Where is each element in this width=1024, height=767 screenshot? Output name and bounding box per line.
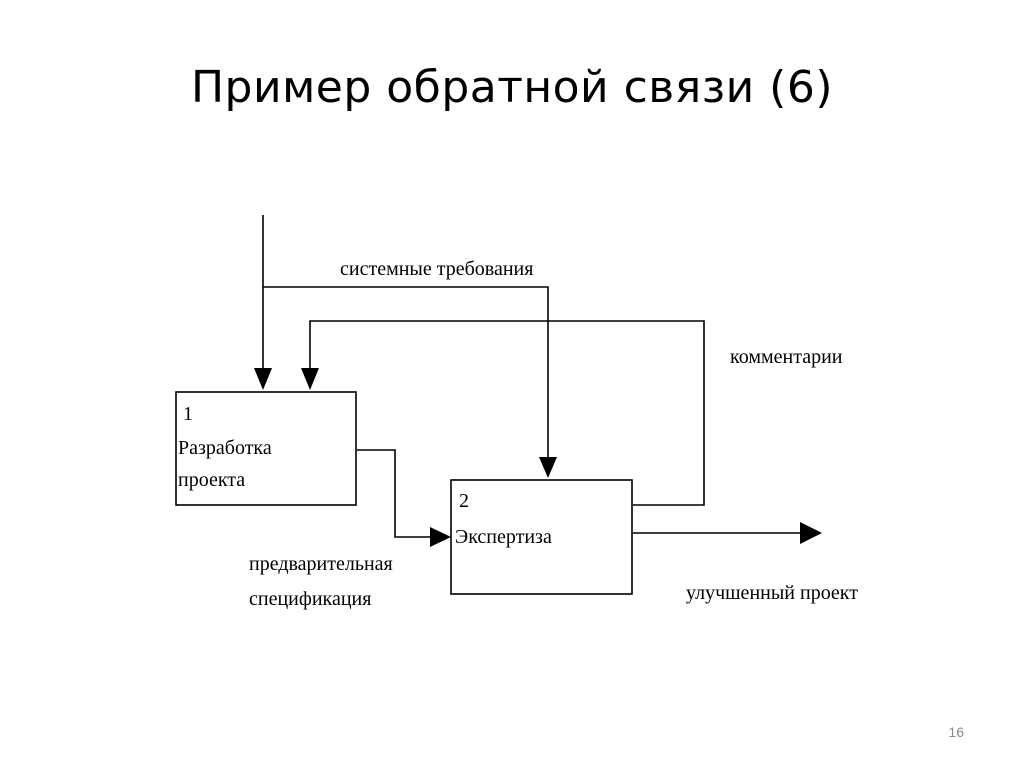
- block-1-label-line-1: Разработка: [178, 437, 272, 459]
- block-1-box: [175, 391, 357, 506]
- slide-title: Пример обратной связи (6): [190, 62, 834, 113]
- page-number: 16: [948, 724, 964, 740]
- arrowhead-right-block2: [430, 527, 451, 547]
- block-2-label-line-1: Экспертиза: [455, 526, 552, 548]
- improved-project-label: улучшенный проект: [686, 582, 858, 604]
- comments-feedback-arrow: [301, 320, 705, 506]
- block-2: 2 Экспертиза: [450, 479, 633, 595]
- comments-label: комментарии: [730, 346, 843, 368]
- preliminary-spec-arrow: [357, 449, 451, 547]
- block-2-number: 2: [459, 490, 469, 512]
- block-1: 1 Разработка проекта: [175, 391, 357, 506]
- arrowhead-down-block2: [539, 457, 557, 478]
- arrowhead-right-output: [800, 522, 822, 544]
- preliminary-spec-label-line-1: предварительная: [249, 553, 393, 575]
- block-1-number: 1: [183, 403, 193, 425]
- preliminary-spec-label-line-2: спецификация: [249, 588, 371, 610]
- system-requirements-arrow: [254, 215, 557, 478]
- block-1-label-line-2: проекта: [178, 469, 245, 491]
- arrowhead-down-block1-left: [254, 368, 272, 390]
- improved-project-arrow: [633, 522, 822, 544]
- system-requirements-label: системные требования: [340, 258, 533, 280]
- arrowhead-down-block1-right: [301, 368, 319, 390]
